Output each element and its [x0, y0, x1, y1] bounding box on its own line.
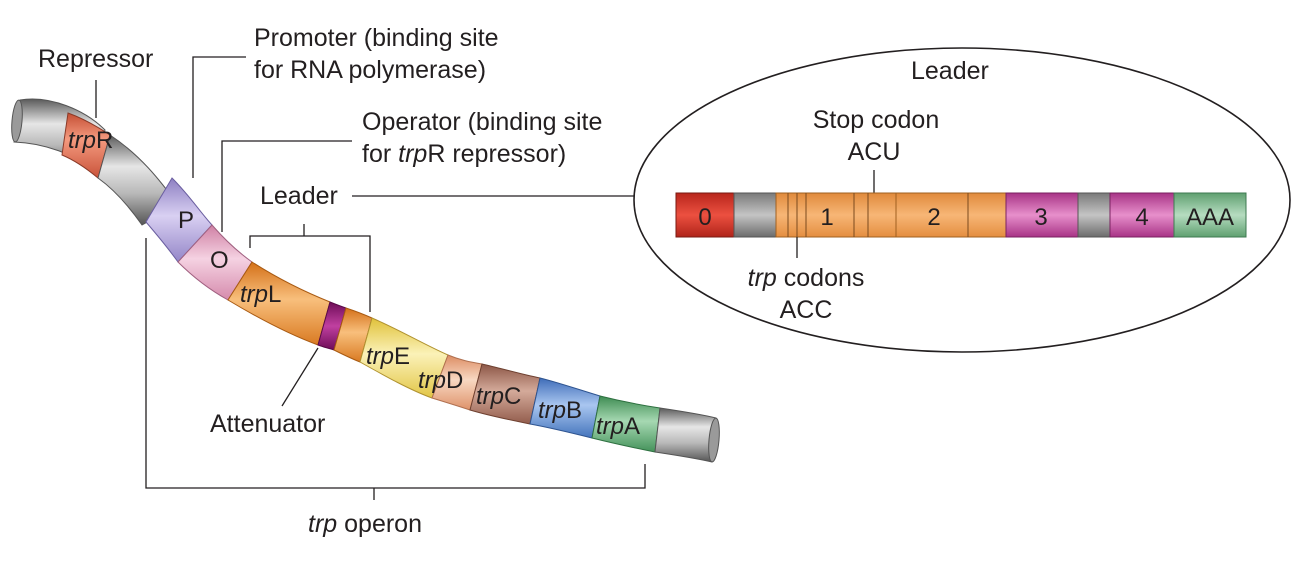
promoter-label-line2: for RNA polymerase) [254, 56, 486, 84]
trpE-label: trpE [366, 343, 410, 370]
trpL-label: trpL [240, 281, 281, 308]
codon-dividers [787, 193, 969, 237]
region-4-label: 4 [1135, 204, 1148, 231]
region-gray-2 [1077, 192, 1111, 238]
stop-codon-label: Stop codon [813, 106, 940, 134]
trp-operon-label: trp operon [308, 510, 422, 538]
trp-codons-label: trp codons [748, 264, 865, 292]
leader-inset-title: Leader [911, 57, 989, 85]
region-aaa [1173, 192, 1247, 238]
region-gray-1 [733, 192, 777, 238]
repressor-label: Repressor [38, 45, 153, 73]
trpC-label: trpC [476, 383, 521, 410]
region-aaa-label: AAA [1186, 204, 1234, 231]
leader-bar: 0 1 2 3 4 AAA [675, 192, 1247, 238]
trpB-label: trpB [538, 397, 582, 424]
region-2 [895, 192, 1007, 238]
attenuator-label: Attenuator [210, 410, 325, 438]
region-1 [775, 192, 897, 238]
operator-label: O [210, 247, 229, 274]
operator-label-line2: for trpR repressor) [362, 140, 566, 168]
trpD-label: trpD [418, 367, 463, 394]
promoter-label: P [178, 207, 194, 234]
trp-codons-seq: ACC [780, 296, 833, 324]
region-0 [675, 192, 735, 238]
promoter-label-line1: Promoter (binding site [254, 24, 499, 52]
trpA-label: trpA [596, 413, 640, 440]
dna-molecule [11, 98, 720, 463]
region-3-label: 3 [1034, 204, 1047, 231]
leader-inset: Leader Stop codon ACU 0 1 2 [633, 47, 1291, 353]
region-1-label: 1 [820, 204, 833, 231]
callout-lines [95, 56, 646, 500]
operator-label-line1: Operator (binding site [362, 108, 602, 136]
region-0-label: 0 [698, 204, 711, 231]
region-2-label: 2 [927, 204, 940, 231]
region-3 [1005, 192, 1079, 238]
leader-label: Leader [260, 182, 338, 210]
trpR-label: trpR [68, 127, 113, 154]
stop-codon-seq: ACU [848, 138, 901, 166]
